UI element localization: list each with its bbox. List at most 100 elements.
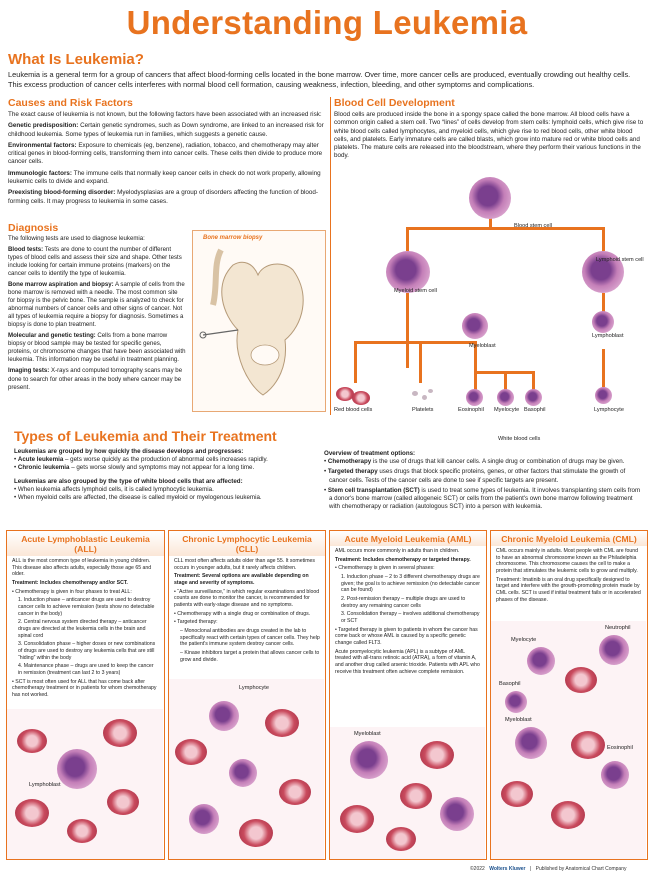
cml-box: Chronic Myeloid Leukemia (CML) CML occur… <box>490 530 648 860</box>
diagnosis-text: Tests are done to count the number of di… <box>8 246 182 278</box>
cml-body: CML occurs mainly in adults. Most people… <box>491 546 647 607</box>
aml-phase: 2. Post-remission therapy – multiple dru… <box>341 595 466 609</box>
cml-label-basophil: Basophil <box>499 681 521 687</box>
label-platelets: Platelets <box>412 407 434 413</box>
label-myelocyte: Myelocyte <box>494 407 520 413</box>
cause-text: Certain genetic syndromes, such as Down … <box>8 122 324 138</box>
aml-treat: Treatment: Includes chemotherapy or targ… <box>335 556 471 563</box>
all-title: Acute Lymphoblastic Leukemia (ALL) <box>7 531 164 556</box>
type-text: When leukemia affects lymphoid cells, it… <box>17 485 214 493</box>
aml-phase: 3. Consolidation therapy – involves addi… <box>341 611 480 624</box>
aml-cells-image: Myeloblast <box>330 727 485 859</box>
grouped-type: Leukemias are also grouped by the type o… <box>14 477 243 485</box>
copyright: ©2022 <box>470 866 485 872</box>
cll-cell-label: Lymphocyte <box>239 685 269 691</box>
rbc-cell <box>175 739 207 765</box>
eosinophil-cell <box>466 389 483 406</box>
aml-apl: Acute promyelocytic leukemia (APL) is a … <box>335 648 480 675</box>
all-phase: 2. Central nervous system directed thera… <box>18 619 147 639</box>
arrow-eosinophil <box>474 371 477 391</box>
figure-label: Bone marrow biopsy <box>203 235 263 241</box>
diagnosis-term: Blood tests: <box>8 246 44 254</box>
overview-text: uses drugs that block specific proteins,… <box>329 468 626 484</box>
arrow-stem <box>489 217 492 227</box>
blood-dev-text: Blood cells are produced inside the bone… <box>334 111 644 160</box>
cll-title: Chronic Lymphocytic Leukemia (CLL) <box>169 531 325 556</box>
arrow-branch <box>406 227 604 230</box>
type-item: • When myeloid cells are affected, the d… <box>14 493 262 501</box>
cll-item: – Kinase inhibitors target a protein tha… <box>180 649 320 663</box>
cause-term: Environmental factors: <box>8 141 77 149</box>
rbc-cell <box>551 801 585 829</box>
arrow-lymphocyte <box>602 349 605 387</box>
diagnosis-text: X-rays and computed tomography scans may… <box>8 367 183 391</box>
cll-p1: CLL most often affects adults older than… <box>174 558 316 571</box>
lymphoblast-cell <box>57 749 97 789</box>
cause-text: Myelodysplasias are a group of disorders… <box>8 189 318 205</box>
label-rbc: Red blood cells <box>334 407 373 413</box>
causes-heading: Causes and Risk Factors <box>8 97 133 109</box>
cll-item: • Targeted therapy: <box>174 619 218 626</box>
rbc-cell <box>15 799 49 827</box>
arrow-basophil <box>532 371 535 391</box>
overview-text: is the use of drugs that kill cancer cel… <box>371 458 625 466</box>
what-is-heading: What Is Leukemia? <box>8 51 144 68</box>
label-basophil: Basophil <box>524 407 546 413</box>
diagnosis-text: Cells from a bone marrow biopsy or blood… <box>8 332 186 364</box>
diagnosis-item: Bone marrow aspiration and biopsy: A sam… <box>8 281 186 329</box>
rbc-cell <box>239 819 273 847</box>
brand-logo: Wolters Kluwer <box>489 866 526 872</box>
cml-label-myeloblast: Myeloblast <box>505 717 532 723</box>
arrow-rbc <box>354 341 357 383</box>
diagnosis-text: A sample of cells from the bone marrow i… <box>8 281 185 329</box>
cause-term: Preexisting blood-forming disorder: <box>8 189 116 197</box>
overview-term: Stem cell transplantation (SCT) <box>327 486 420 494</box>
what-is-text: Leukemia is a general term for a group o… <box>8 70 631 89</box>
rbc-cell <box>279 779 311 805</box>
diagnosis-term: Molecular and genetic testing: <box>8 332 96 340</box>
types-heading: Types of Leukemia and Their Treatment <box>14 428 277 444</box>
lymphocyte-cell <box>189 804 219 834</box>
lymphocyte-cell <box>209 701 239 731</box>
aml-cell-label: Myeloblast <box>354 731 381 737</box>
arrow-platelets <box>419 341 422 383</box>
all-chemo: • Chemotherapy is given in four phases t… <box>12 588 132 595</box>
arrow-lymphoid <box>602 227 605 251</box>
speed-text: – gets worse quickly as the production o… <box>63 456 268 464</box>
rbc-cell <box>107 789 139 815</box>
diagnosis-section: The following tests are used to diagnose… <box>8 235 186 395</box>
rbc-cell <box>352 391 370 405</box>
all-phase: 1. Induction phase – anticancer drugs ar… <box>18 597 155 617</box>
myeloblast-cell <box>350 741 388 779</box>
diagnosis-heading: Diagnosis <box>8 222 59 234</box>
label-eosinophil: Eosinophil <box>458 407 484 413</box>
speed-term: Chronic leukemia <box>17 464 70 472</box>
overview-heading: Overview of treatment options: <box>324 450 416 457</box>
pelvis-illustration <box>199 248 304 396</box>
rbc-cell <box>386 827 416 851</box>
myeloblast-cell <box>515 727 547 759</box>
basophil-cell <box>505 691 527 713</box>
types-left: Leukemias are grouped by how quickly the… <box>14 448 310 502</box>
all-body: ALL is the most common type of leukemia … <box>7 556 164 702</box>
speed-item: • Acute leukemia – gets worse quickly as… <box>14 456 268 464</box>
diagnosis-intro: The following tests are used to diagnose… <box>8 235 145 242</box>
cause-text: Exposure to chemicals (eg, benzene), rad… <box>8 141 323 166</box>
cml-p1: CML occurs mainly in adults. Most people… <box>496 548 639 574</box>
cause-text: The immune cells that normally keep canc… <box>8 169 321 186</box>
aml-phase: 1. Induction phase – 2 to 3 different ch… <box>341 573 480 594</box>
blood-dev-heading: Blood Cell Development <box>334 97 455 109</box>
overview-item: • Targeted therapy uses drugs that block… <box>324 468 626 484</box>
aml-box: Acute Myeloid Leukemia (AML) AML occurs … <box>329 530 487 860</box>
all-sct: • SCT is most often used for ALL that ha… <box>12 678 157 698</box>
arrow-myeloblast-down <box>474 363 477 373</box>
bone-marrow-biopsy-figure: Bone marrow biopsy <box>192 230 326 412</box>
causes-intro: The exact cause of leukemia is not known… <box>8 111 322 118</box>
all-p1: ALL is the most common type of leukemia … <box>12 558 152 578</box>
arrow-myelocyte <box>504 371 507 391</box>
cll-box: Chronic Lymphocytic Leukemia (CLL) CLL m… <box>168 530 326 860</box>
cml-label-neutrophil: Neutrophil <box>605 625 631 631</box>
cml-treat: Treatment: Imatinib is an oral drug spec… <box>496 576 641 603</box>
lymphocyte-cell <box>229 759 257 787</box>
overview-text: is used to treat some types of leukemia.… <box>329 486 641 511</box>
